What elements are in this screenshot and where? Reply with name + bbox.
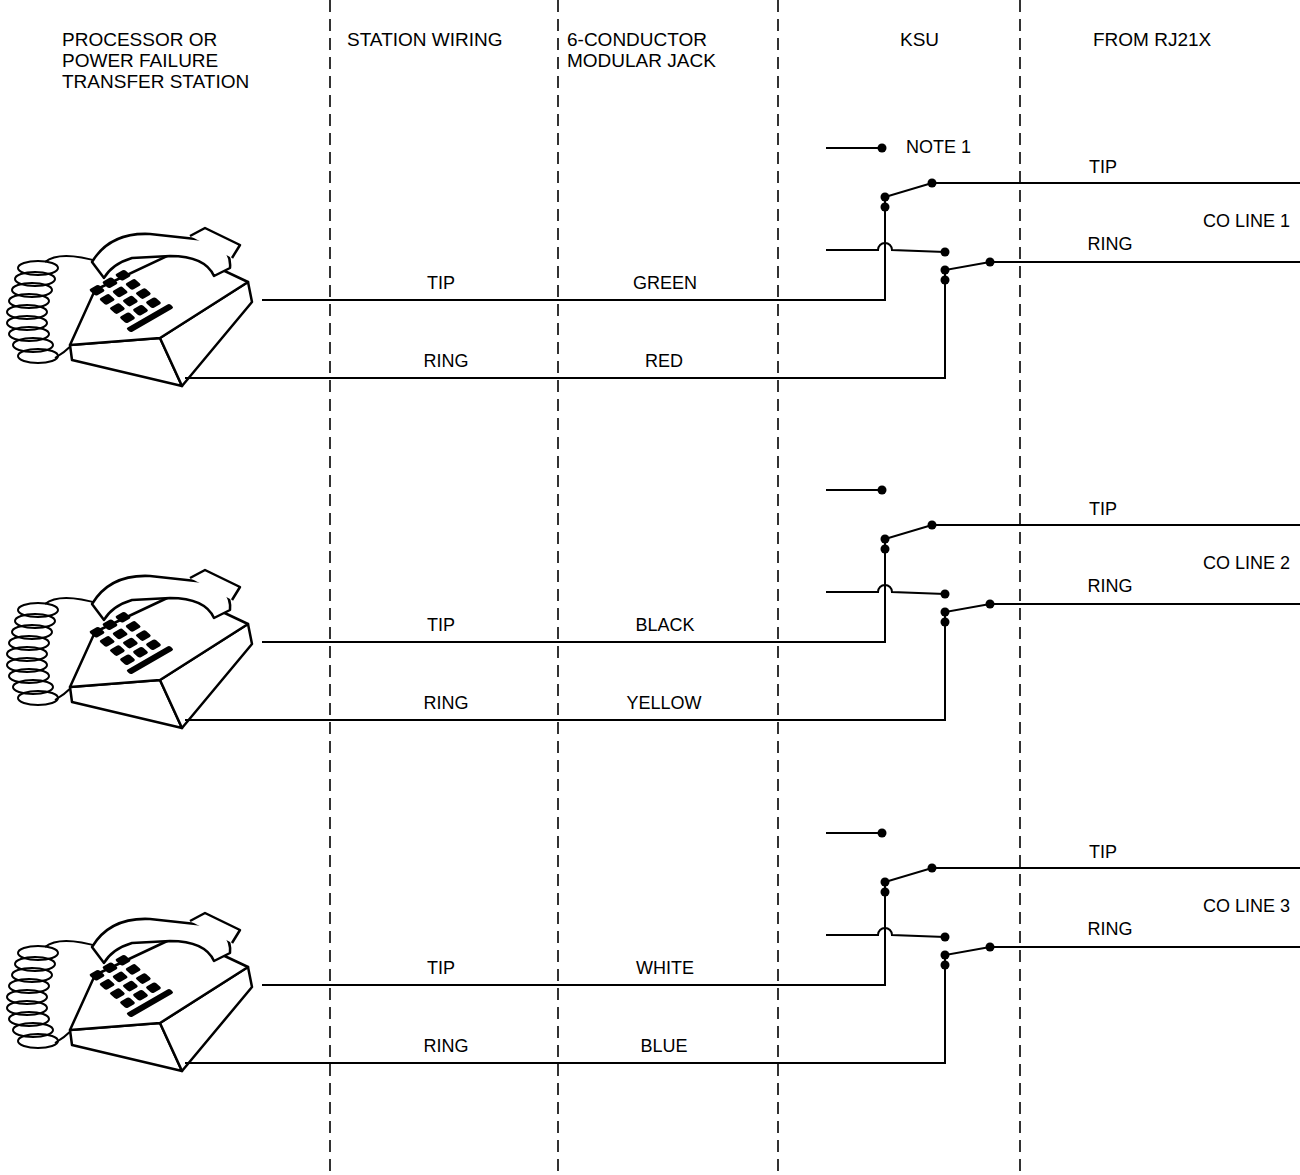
color-code: BLUE	[640, 1037, 687, 1057]
wire-label: RING	[1088, 577, 1133, 597]
divider	[777, 0, 779, 1175]
wire-label: RING	[1088, 235, 1133, 255]
divider	[557, 0, 559, 1175]
line-circuit	[7, 144, 1300, 387]
column-header: PROCESSOR OR POWER FAILURE TRANSFER STAT…	[62, 30, 277, 93]
wire-label: RING	[424, 1037, 469, 1057]
line-circuit	[7, 486, 1300, 729]
color-code: GREEN	[633, 274, 697, 294]
color-code: BLACK	[635, 616, 694, 636]
line-circuit	[7, 829, 1300, 1072]
wire-label: TIP	[427, 959, 455, 979]
wire-label: RING	[424, 694, 469, 714]
note-label: NOTE 1	[906, 138, 971, 158]
wire-label: RING	[1088, 920, 1133, 940]
line-label: CO LINE 2	[1203, 554, 1290, 574]
wire-label: TIP	[427, 616, 455, 636]
divider	[1019, 0, 1021, 1175]
divider	[329, 0, 331, 1175]
color-code: WHITE	[636, 959, 694, 979]
column-header: KSU	[900, 30, 939, 51]
column-header: FROM RJ21X	[1093, 30, 1211, 51]
column-dividers	[330, 0, 1020, 1175]
wire-label: TIP	[1089, 158, 1117, 178]
color-code: RED	[645, 352, 683, 372]
column-header: 6-CONDUCTOR MODULAR JACK	[567, 30, 772, 72]
line-label: CO LINE 1	[1203, 212, 1290, 232]
column-header: STATION WIRING	[347, 30, 503, 51]
wire-label: RING	[424, 352, 469, 372]
color-code: YELLOW	[626, 694, 701, 714]
line-label: CO LINE 3	[1203, 897, 1290, 917]
wire-label: TIP	[1089, 843, 1117, 863]
wire-label: TIP	[427, 274, 455, 294]
wire-label: TIP	[1089, 500, 1117, 520]
